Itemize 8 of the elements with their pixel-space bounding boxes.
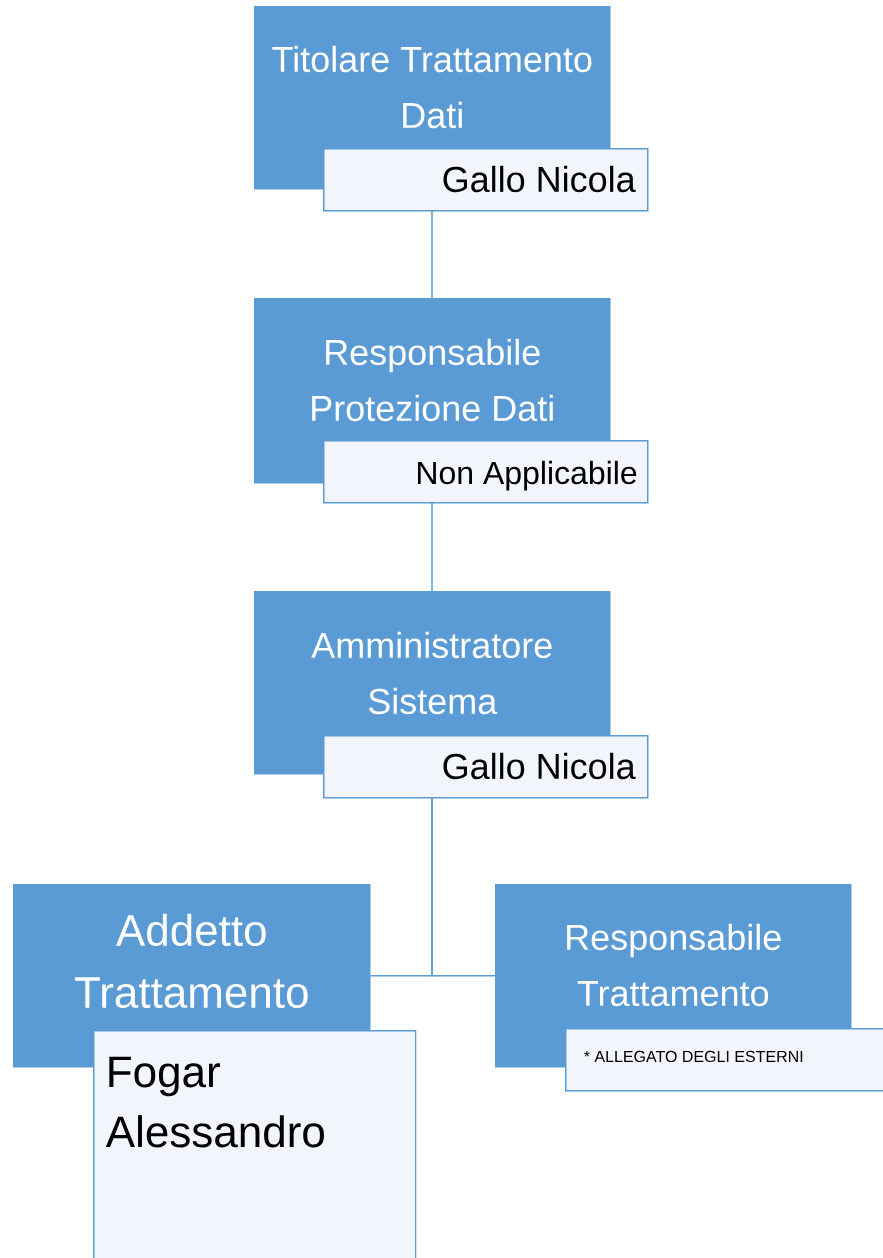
- connector-line: [431, 796, 496, 977]
- connector-line: [431, 209, 433, 299]
- name-box: Gallo Nicola: [323, 735, 649, 799]
- name-box: Gallo Nicola: [323, 148, 649, 212]
- name-box: Non Applicabile: [323, 440, 649, 504]
- name-box: * ALLEGATO DEGLI ESTERNI: [565, 1028, 883, 1092]
- connector-line: [431, 501, 433, 592]
- name-box: Fogar Alessandro: [93, 1030, 417, 1258]
